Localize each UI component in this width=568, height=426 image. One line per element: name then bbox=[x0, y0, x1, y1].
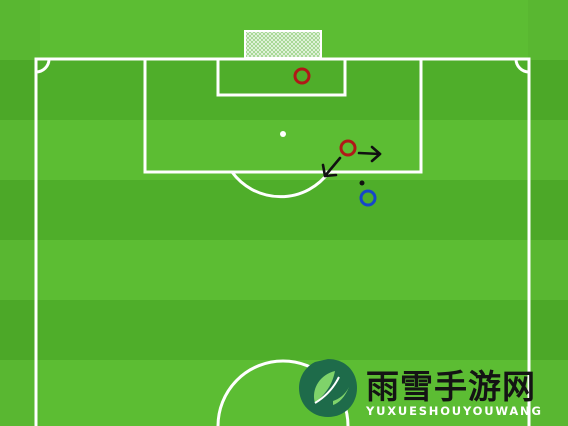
run-arrow-right bbox=[357, 145, 382, 163]
penalty-arc bbox=[230, 171, 331, 199]
blue-defender bbox=[359, 189, 377, 207]
ball bbox=[359, 180, 365, 186]
pitch-lines bbox=[34, 57, 531, 426]
goal-area bbox=[216, 57, 347, 97]
watermark-subtitle: YUXUESHOUYOUWANG bbox=[366, 404, 543, 418]
watermark-logo-icon bbox=[299, 359, 357, 417]
corner-arc-left bbox=[35, 58, 51, 74]
red-player-near-goal bbox=[293, 67, 311, 85]
goal-net bbox=[244, 30, 322, 59]
corner-arc-right bbox=[514, 58, 530, 74]
run-arrow-down-left bbox=[321, 156, 342, 178]
watermark-title: 雨雪手游网 bbox=[366, 367, 536, 406]
red-player-box-edge bbox=[339, 139, 357, 157]
penalty-spot bbox=[280, 131, 286, 137]
